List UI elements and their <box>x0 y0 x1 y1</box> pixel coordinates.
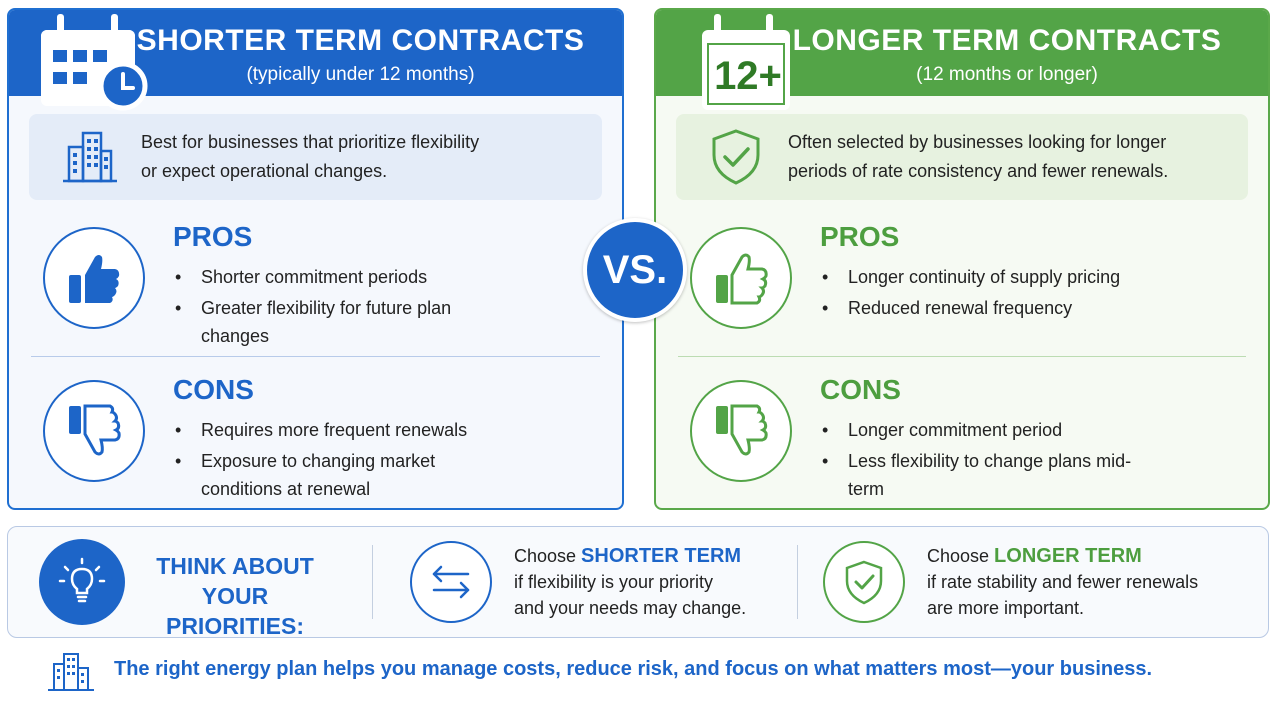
cons-list: Longer commitment period Less flexibilit… <box>820 416 1150 506</box>
priorities-title-line: YOUR PRIORITIES: <box>165 583 304 639</box>
intro-line: periods of rate consistency and fewer re… <box>788 161 1169 181</box>
choose-prefix: Choose <box>927 546 995 566</box>
longer-term-intro-text: Often selected by businesses looking for… <box>788 128 1168 186</box>
building-icon <box>48 653 94 691</box>
shield-check-icon <box>712 129 760 185</box>
divider <box>372 545 373 619</box>
priorities-title: THINK ABOUT YOUR PRIORITIES: <box>140 551 330 641</box>
shorter-term-highlight: SHORTER TERM <box>581 545 742 567</box>
thumbs-up-icon <box>690 227 792 329</box>
longer-term-title: LONGER TERM CONTRACTS <box>792 24 1222 57</box>
cons-title: CONS <box>820 374 901 405</box>
thumbs-up-icon <box>43 227 145 329</box>
calendar-badge: 12+ <box>714 54 782 98</box>
footer: The right energy plan helps you manage c… <box>0 648 1280 694</box>
intro-line: Often selected by businesses looking for… <box>788 132 1167 152</box>
calendar-12-plus-icon <box>702 14 790 110</box>
shorter-term-cons: CONS Requires more frequent renewals Exp… <box>9 370 622 508</box>
list-item: Longer commitment period <box>820 416 1150 444</box>
thumbs-down-icon <box>43 380 145 482</box>
shorter-term-subtitle: (typically under 12 months) <box>246 64 475 85</box>
pros-title: PROS <box>820 221 900 252</box>
list-item: Reduced renewal frequency <box>820 294 1120 322</box>
priorities-title-line: THINK ABOUT <box>156 553 314 579</box>
shorter-term-header: SHORTER TERM CONTRACTS (typically under … <box>9 10 622 111</box>
intro-line: Best for businesses that prioritize flex… <box>141 132 480 152</box>
cons-list: Requires more frequent renewals Exposure… <box>173 416 503 506</box>
shorter-term-intro-text: Best for businesses that prioritize flex… <box>141 128 479 186</box>
list-item: Shorter commitment periods <box>173 263 503 291</box>
shorter-term-intro: Best for businesses that prioritize flex… <box>29 114 602 200</box>
list-item: Greater flexibility for future plan chan… <box>173 294 503 350</box>
longer-term-pros: PROS Longer continuity of supply pricing… <box>656 217 1268 357</box>
divider <box>678 356 1246 357</box>
building-icon <box>63 131 117 183</box>
pros-title: PROS <box>173 221 253 252</box>
calendar-clock-icon <box>41 14 148 111</box>
shorter-term-panel: SHORTER TERM CONTRACTS (typically under … <box>7 8 624 510</box>
choose-line: and your needs may change. <box>514 598 747 618</box>
vs-badge: VS. <box>583 218 687 322</box>
shorter-term-title: SHORTER TERM CONTRACTS <box>136 24 585 57</box>
cons-title: CONS <box>173 374 254 405</box>
longer-term-header: 12+ LONGER TERM CONTRACTS (12 months or … <box>656 10 1268 110</box>
choose-longer-text: Choose LONGER TERM if rate stability and… <box>927 543 1198 621</box>
priorities-panel: THINK ABOUT YOUR PRIORITIES: Choose SHOR… <box>7 526 1269 641</box>
swap-arrows-icon <box>410 541 492 623</box>
thumbs-down-icon <box>690 380 792 482</box>
list-item: Longer continuity of supply pricing <box>820 263 1120 291</box>
longer-term-cons: CONS Longer commitment period Less flexi… <box>656 370 1268 508</box>
divider <box>31 356 600 357</box>
choose-prefix: Choose <box>514 546 582 566</box>
choose-shorter-text: Choose SHORTER TERM if flexibility is yo… <box>514 543 746 621</box>
choose-line: if flexibility is your priority <box>514 572 714 592</box>
list-item: Less flexibility to change plans mid-ter… <box>820 447 1150 503</box>
divider <box>797 545 798 619</box>
choose-line: if rate stability and fewer renewals <box>927 572 1199 592</box>
longer-term-subtitle: (12 months or longer) <box>916 64 1098 85</box>
intro-line: or expect operational changes. <box>141 161 388 181</box>
lightbulb-icon <box>39 539 125 625</box>
shield-check-icon <box>823 541 905 623</box>
footer-text: The right energy plan helps you manage c… <box>114 658 1153 680</box>
list-item: Exposure to changing market conditions a… <box>173 447 503 503</box>
pros-list: Longer continuity of supply pricing Redu… <box>820 263 1120 325</box>
shorter-term-pros: PROS Shorter commitment periods Greater … <box>9 217 622 357</box>
longer-term-intro: Often selected by businesses looking for… <box>676 114 1248 200</box>
longer-term-highlight: LONGER TERM <box>994 545 1142 567</box>
pros-list: Shorter commitment periods Greater flexi… <box>173 263 503 353</box>
longer-term-panel: 12+ LONGER TERM CONTRACTS (12 months or … <box>654 8 1270 510</box>
list-item: Requires more frequent renewals <box>173 416 503 444</box>
choose-line: are more important. <box>927 598 1085 618</box>
